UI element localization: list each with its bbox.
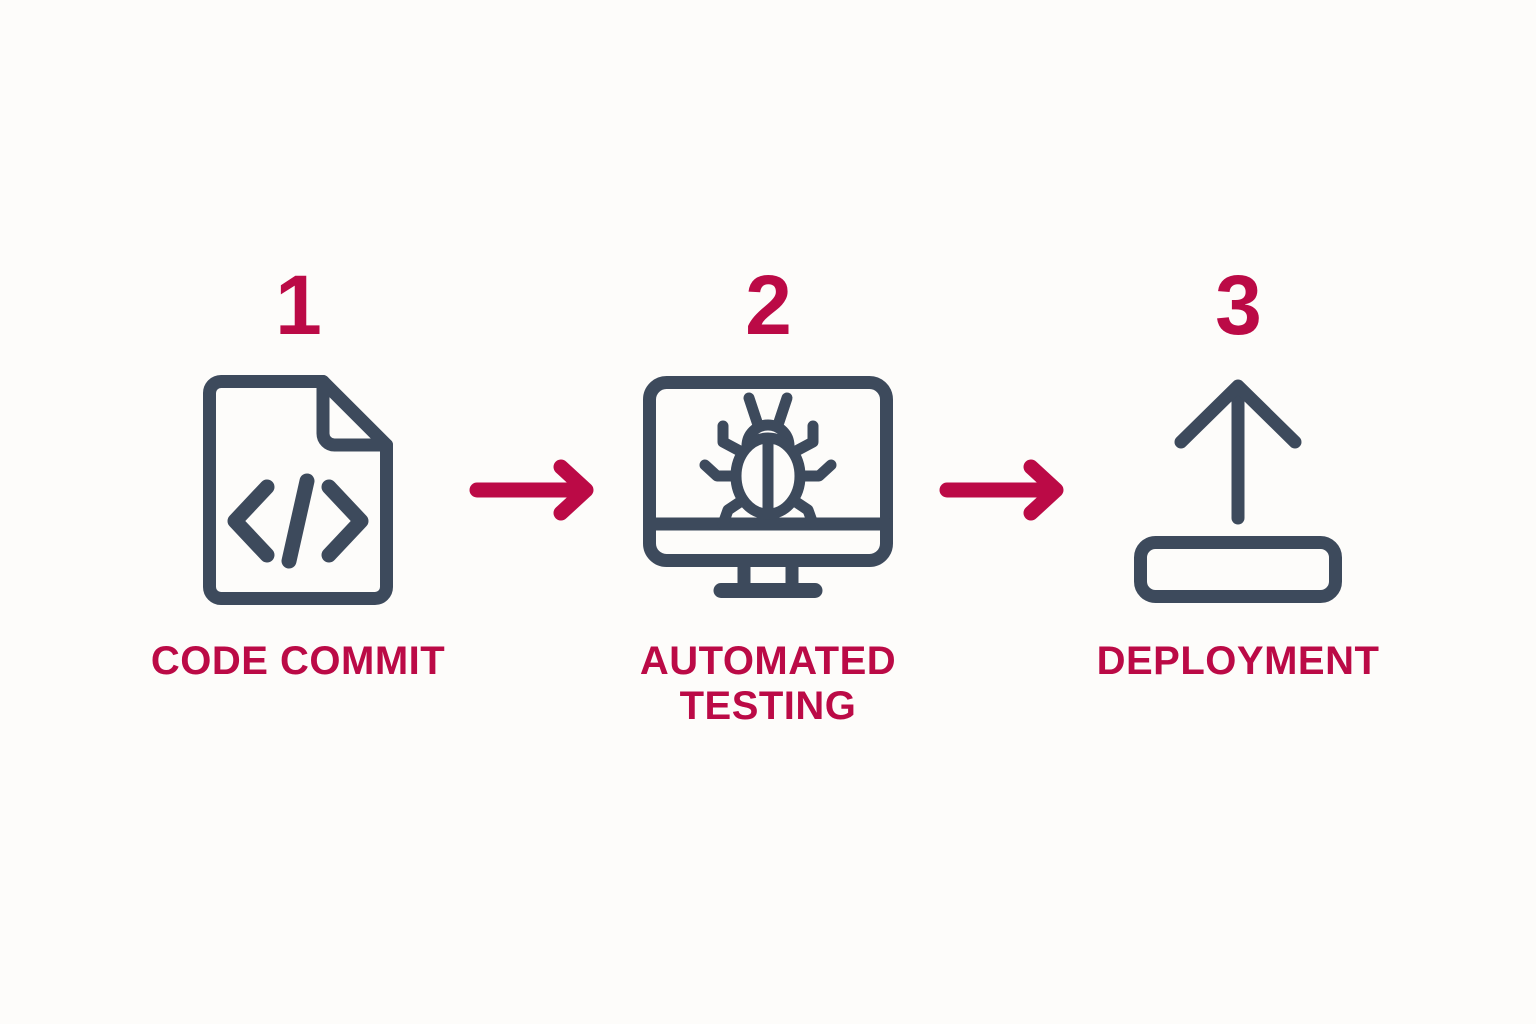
code-file-icon	[203, 375, 393, 606]
step-icon-2	[643, 365, 893, 615]
pipeline-flow: 1 CODE COMMIT	[133, 259, 1403, 729]
arrow-right-icon	[939, 459, 1064, 521]
step-icon-1	[203, 365, 393, 615]
step-number-1: 1	[275, 258, 322, 353]
pipeline-step-1: 1 CODE COMMIT	[133, 259, 463, 684]
connector-arrow-2	[933, 365, 1073, 615]
step-number-2: 2	[745, 258, 792, 353]
step-label-2: AUTOMATED TESTING	[639, 639, 897, 728]
step-label-3: DEPLOYMENT	[1096, 639, 1380, 684]
arrow-right-icon	[469, 459, 594, 521]
connector-arrow-1	[463, 365, 603, 615]
upload-deploy-icon	[1134, 379, 1342, 604]
pipeline-step-3: 3 DEPLOYMENT	[1073, 259, 1403, 684]
step-label-1: CODE COMMIT	[150, 639, 446, 684]
step-number-3: 3	[1215, 258, 1262, 353]
monitor-bug-icon	[643, 376, 893, 599]
step-icon-3	[1133, 365, 1343, 615]
pipeline-step-2: 2	[603, 259, 933, 729]
